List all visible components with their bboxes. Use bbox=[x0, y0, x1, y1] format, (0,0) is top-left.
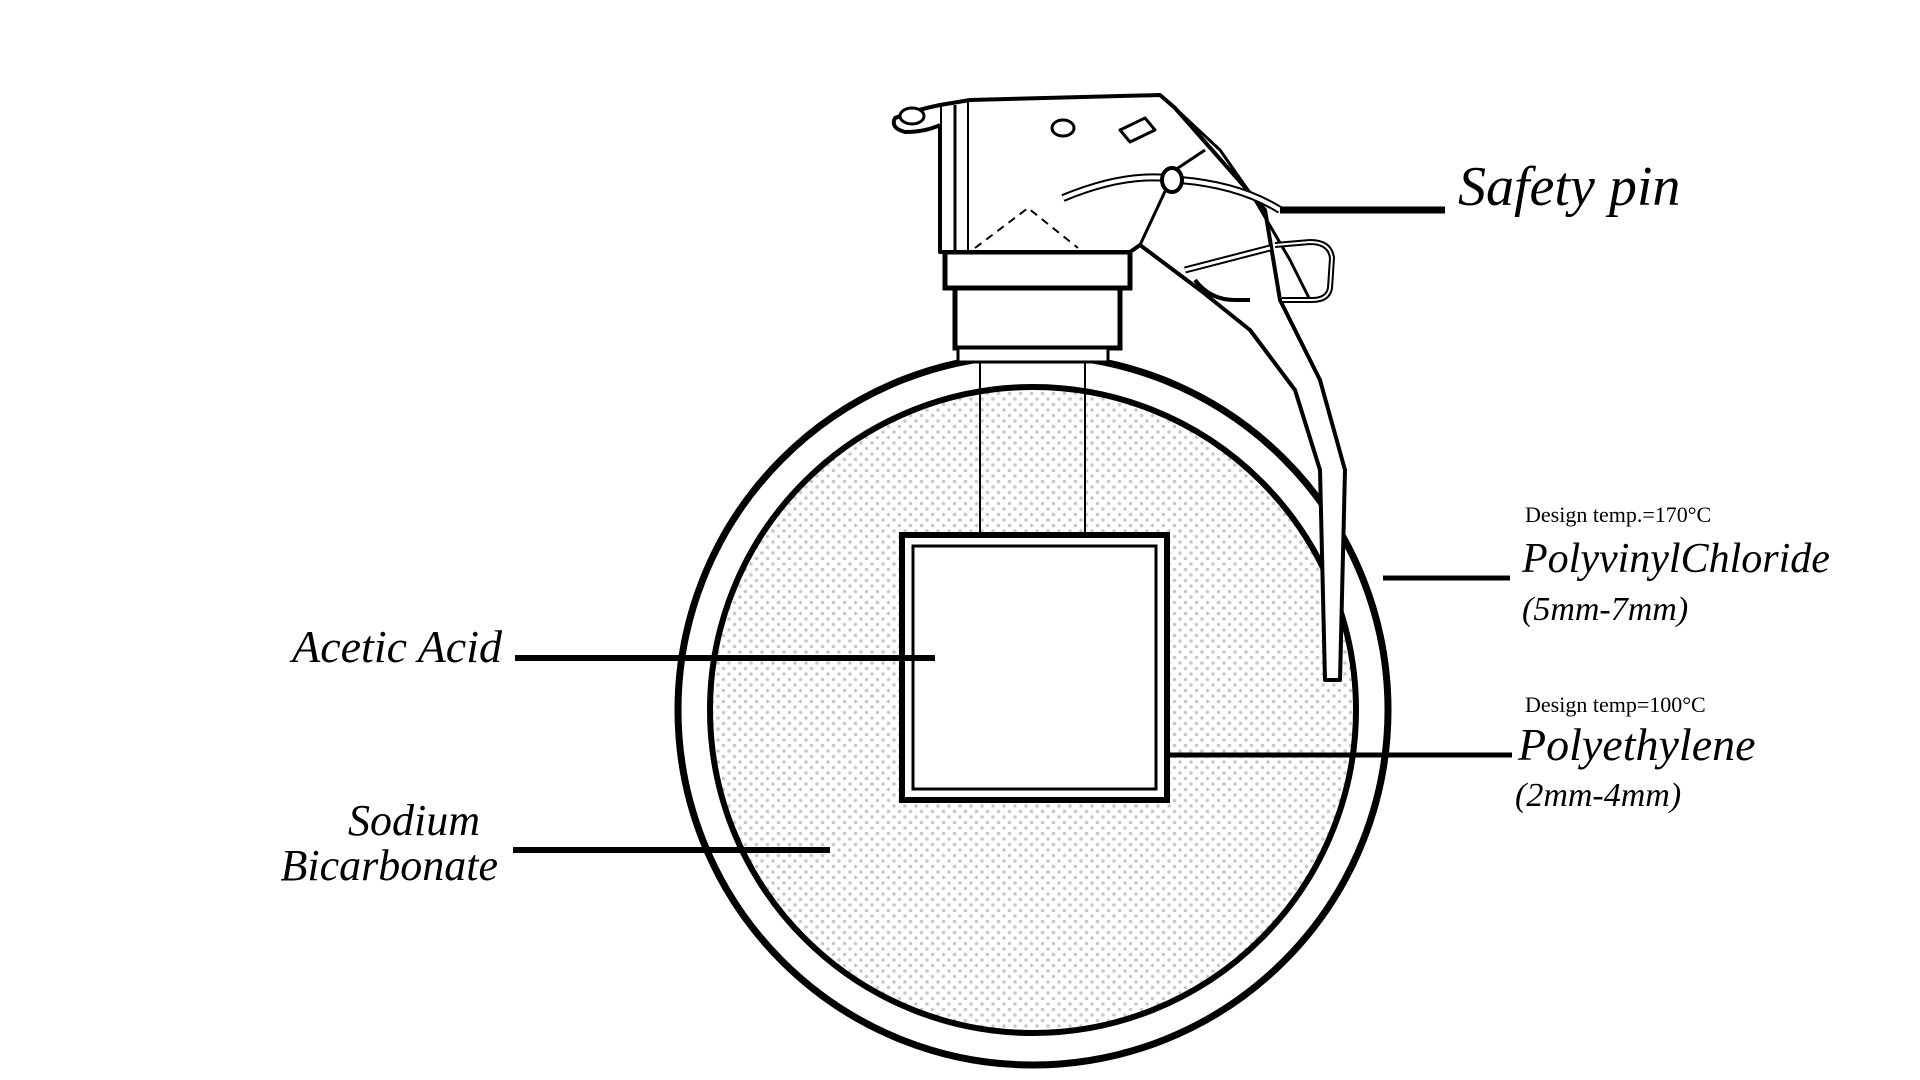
bicarbonate-label: Bicarbonate bbox=[280, 841, 498, 890]
pe-name-label: Polyethylene bbox=[1517, 719, 1756, 770]
fuse-head bbox=[891, 93, 1347, 682]
polyethylene-container-inner bbox=[911, 544, 1158, 791]
sodium-label: Sodium bbox=[348, 796, 480, 845]
safety-pin bbox=[1061, 166, 1336, 303]
pvc-thickness-label: (5mm-7mm) bbox=[1522, 591, 1688, 628]
safety-pin-label: Safety pin bbox=[1458, 156, 1680, 218]
pe-thickness-label: (2mm-4mm) bbox=[1515, 777, 1681, 814]
pvc-name-label: PolyvinylChloride bbox=[1521, 536, 1830, 582]
pe-temp-label: Design temp=100°C bbox=[1525, 692, 1706, 717]
acetic-acid-label: Acetic Acid bbox=[289, 621, 503, 672]
fuse-neck bbox=[942, 249, 1133, 535]
pvc-temp-label: Design temp.=170°C bbox=[1525, 502, 1711, 527]
